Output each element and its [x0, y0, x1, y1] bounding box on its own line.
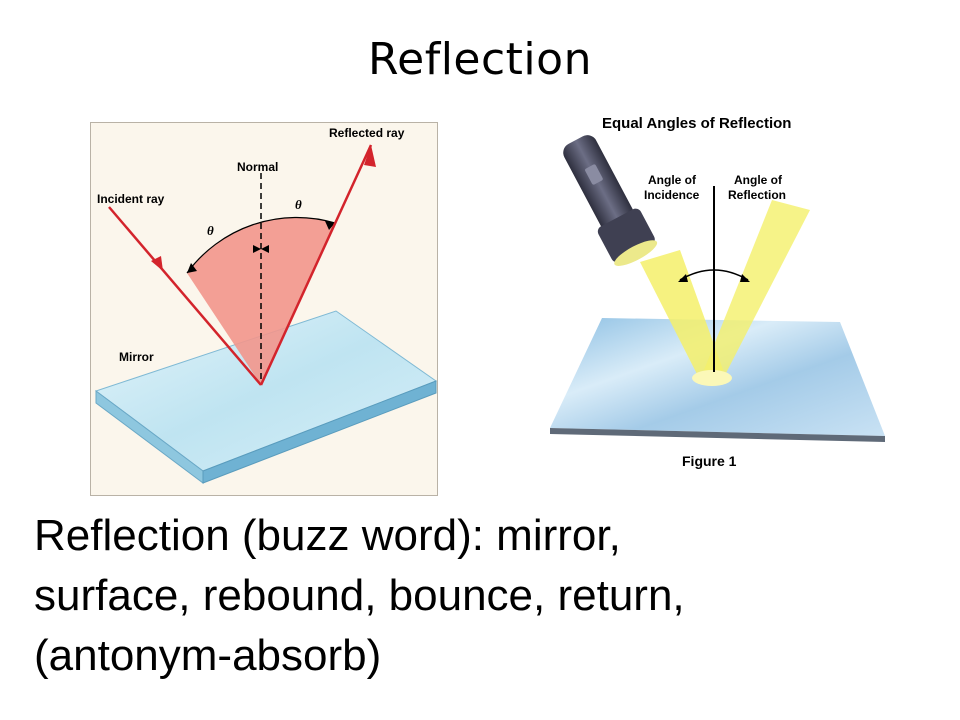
mirror-side-face: [202, 380, 437, 484]
figure-title: Equal Angles of Reflection: [602, 115, 791, 132]
equal-angles-figure-panel: Equal Angles of Reflection Angle of Inci…: [540, 100, 890, 478]
reflected-beam: [700, 200, 810, 380]
body-line: (antonym-absorb): [34, 631, 382, 680]
beam-spot: [692, 370, 732, 386]
angle-incidence-label-1: Angle of: [648, 173, 697, 187]
incident-ray: [108, 206, 262, 386]
theta-left-label: θ: [207, 223, 214, 238]
arc-arrow-left: [187, 263, 197, 273]
mirror-label: Mirror: [119, 350, 154, 364]
body-line: Reflection (buzz word): mirror,: [34, 511, 621, 560]
reflection-diagram-panel: Reflected ray Normal Incident ray θ θ Mi…: [90, 122, 438, 496]
equal-angles-figure: Equal Angles of Reflection Angle of Inci…: [550, 115, 885, 469]
arc-arrow-mid-right: [261, 245, 269, 253]
angle-incidence-label-2: Incidence: [644, 188, 700, 202]
flashlight-icon: [563, 135, 658, 266]
arc-arrow-mid-left: [253, 245, 261, 253]
body-text: Reflection (buzz word): mirror, surface,…: [34, 506, 934, 686]
normal-label: Normal: [237, 160, 278, 174]
arc-arrow-head-right: [740, 274, 750, 282]
mirror-plane-edge: [550, 428, 885, 442]
reflection-diagram: Reflected ray Normal Incident ray θ θ Mi…: [94, 126, 438, 484]
theta-right-label: θ: [295, 197, 302, 212]
incident-ray-label: Incident ray: [97, 192, 165, 206]
reflected-ray-arrow: [364, 145, 376, 167]
angle-reflection-label-2: Reflection: [728, 188, 786, 202]
angle-reflection-label-1: Angle of: [734, 173, 783, 187]
arc-arrow-right: [325, 221, 335, 230]
angle-wedge: [187, 217, 335, 385]
angle-arc: [186, 216, 336, 274]
body-line: surface, rebound, bounce, return,: [34, 571, 685, 620]
reflected-ray-label: Reflected ray: [329, 126, 405, 140]
incident-ray-arrow: [151, 256, 163, 271]
arc-arrow-head-left: [678, 274, 688, 282]
slide-title: Reflection: [368, 34, 592, 85]
reflected-ray: [259, 144, 373, 386]
incident-beam: [640, 250, 725, 380]
figure-caption: Figure 1: [682, 453, 737, 469]
